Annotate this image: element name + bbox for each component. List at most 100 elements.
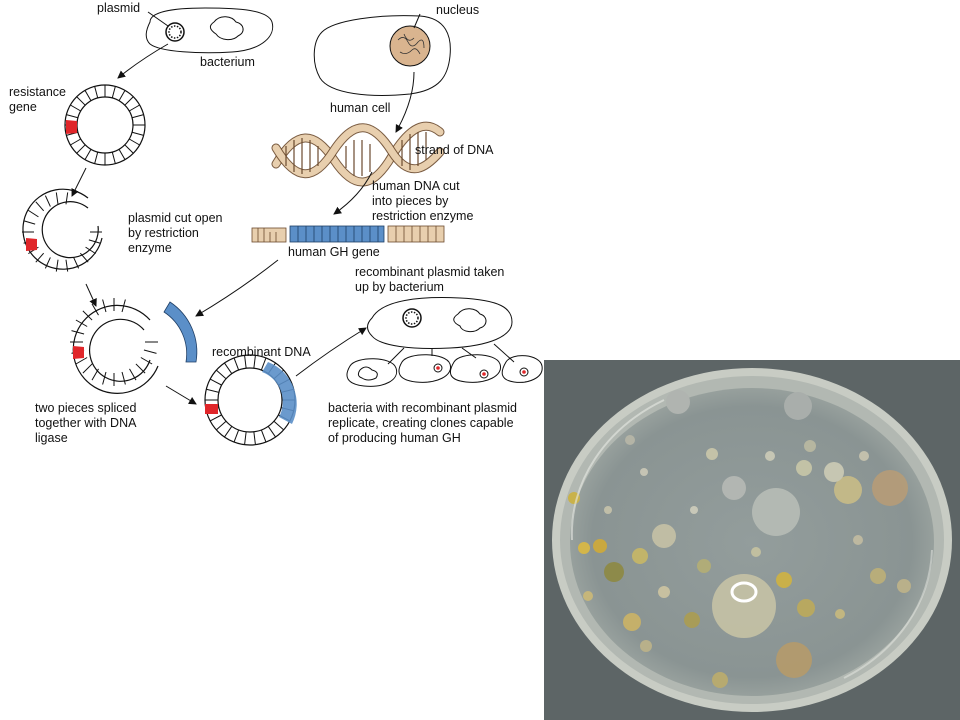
plasmid-ring-segment bbox=[44, 257, 51, 269]
plasmid-ring-segment bbox=[94, 86, 99, 99]
plasmid-ring-segment bbox=[124, 144, 134, 154]
plasmid-ring-segment bbox=[129, 368, 137, 381]
plasmid-ring-segment bbox=[121, 299, 126, 313]
plasmid-ring-segment bbox=[111, 151, 116, 164]
plasmid-ring-segment bbox=[65, 259, 69, 272]
plasmid-ring-segment bbox=[82, 310, 93, 321]
recombinant-taken-label-line2: up by bacterium bbox=[355, 280, 444, 294]
plasmid-ring-segment bbox=[55, 259, 59, 272]
plasmid-ring-segment bbox=[70, 104, 82, 112]
plasmid-ring-segment bbox=[44, 195, 51, 207]
plasmid-ring-segment bbox=[76, 144, 86, 154]
plasmid-ring-segment bbox=[131, 114, 144, 119]
plasmid-ring-segment bbox=[23, 220, 36, 225]
plasmid-ring-segment bbox=[73, 257, 80, 269]
resistance-gene-label-line1: resistance bbox=[9, 85, 66, 99]
dna-fragments bbox=[251, 225, 445, 243]
human-gh-gene-fragment bbox=[289, 225, 385, 243]
plasmid-ring-segment bbox=[94, 151, 99, 164]
resistance-gene-label-line2: gene bbox=[9, 100, 37, 114]
human-cell-label: human cell bbox=[330, 101, 390, 115]
plasmid-ring-segment bbox=[209, 414, 222, 422]
plasmid-cut-open bbox=[22, 188, 103, 272]
plasmid-ring-segment bbox=[124, 96, 134, 106]
nucleus-icon bbox=[389, 25, 431, 67]
human-dna-cut-label-line1: human DNA cut bbox=[372, 179, 460, 193]
plasmid-ring-segment bbox=[135, 363, 146, 374]
petri-dish-photo bbox=[544, 360, 960, 720]
plasmid-ring-segment bbox=[91, 368, 99, 381]
plasmid-intact bbox=[64, 84, 146, 166]
human-gh-gene-label: human GH gene bbox=[288, 245, 380, 259]
plasmid-ring-segment bbox=[215, 369, 227, 380]
bacteria-clones-label-line3: of producing human GH bbox=[328, 431, 461, 445]
strand-of-dna-label: strand of DNA bbox=[415, 143, 494, 157]
plasmid-ring-segment bbox=[233, 357, 240, 371]
plasmid-ring-segment bbox=[215, 420, 227, 431]
plasmid-ring-segment bbox=[244, 431, 247, 445]
plasmid-ring-segment bbox=[253, 431, 256, 445]
recombinant-taken-label-line1: recombinant plasmid taken bbox=[355, 265, 504, 279]
two-pieces-label-line1: two pieces spliced bbox=[35, 401, 136, 415]
plasmid-ring-segment bbox=[102, 371, 107, 385]
bacteria-clones-label-line1: bacteria with recombinant plasmid bbox=[328, 401, 517, 415]
plasmid-ring-segment bbox=[75, 357, 88, 365]
plasmid-ring-segment bbox=[75, 319, 88, 327]
plasmid-ring-segment bbox=[224, 362, 233, 374]
clone-plasmids bbox=[436, 366, 526, 376]
gh-gene-insert bbox=[163, 301, 198, 363]
plasmid-ring-segment bbox=[102, 299, 107, 313]
plasmid-ring-segment bbox=[224, 426, 233, 438]
dna-strand bbox=[271, 121, 445, 187]
human-dna-cut-label-line2: into pieces by bbox=[372, 194, 449, 208]
plasmid-ring-segment bbox=[244, 355, 247, 369]
plasmid-ring-segment bbox=[65, 192, 69, 205]
plasmid-ring-segment bbox=[79, 252, 89, 263]
plasmid-ring-segment bbox=[233, 429, 240, 443]
plasmid-ring-segment bbox=[131, 131, 144, 136]
plasmid-ring-segment bbox=[66, 114, 79, 119]
plasmid-ring-segment bbox=[206, 388, 220, 393]
plasmid-ring-segment bbox=[143, 349, 157, 354]
bacteria-clones-label-line2: replicate, creating clones capable bbox=[328, 416, 514, 430]
bacterium-label: bacterium bbox=[200, 55, 255, 69]
plasmid-cut-label-line1: plasmid cut open bbox=[128, 211, 223, 225]
host-bacterium bbox=[367, 297, 513, 349]
bacterium-cell bbox=[145, 7, 274, 54]
plasmid-cut-label-line2: by restriction bbox=[128, 226, 199, 240]
plasmid-ring-segment bbox=[260, 357, 267, 371]
plasmid-ring-segment bbox=[128, 138, 140, 146]
plasmid-ring-segment bbox=[85, 246, 96, 255]
plasmid-ring-segment bbox=[76, 96, 86, 106]
human-cell bbox=[313, 15, 451, 96]
plasmid-label: plasmid bbox=[97, 1, 140, 15]
human-dna-cut-label-line3: restriction enzyme bbox=[372, 209, 473, 223]
nucleus-label: nucleus bbox=[436, 3, 479, 17]
plasmid-ring-segment bbox=[71, 330, 85, 335]
agar-plate bbox=[570, 388, 934, 696]
plasmid-ring-segment bbox=[84, 148, 92, 160]
recombinant-dna-label: recombinant DNA bbox=[212, 345, 311, 359]
plasmid-ring-segment bbox=[35, 201, 45, 212]
plasmid-ring-segment bbox=[70, 138, 82, 146]
bacterial-clones bbox=[346, 343, 543, 387]
plasmid-ring-segment bbox=[88, 239, 101, 244]
resistance-gene-segment bbox=[66, 120, 77, 134]
plasmid-icon bbox=[165, 22, 185, 42]
two-pieces-label-line2: together with DNA bbox=[35, 416, 137, 430]
plasmid-ring-segment bbox=[118, 90, 126, 102]
plasmid-ring-segment bbox=[267, 426, 276, 438]
plasmid-ring-segment bbox=[209, 378, 222, 386]
plasmid-ring-segment bbox=[35, 252, 45, 263]
plasmid-ring-segment bbox=[121, 371, 126, 385]
bacterial-colonies bbox=[568, 390, 911, 688]
two-pieces-label-line3: ligase bbox=[35, 431, 68, 445]
plasmid-ring-segment bbox=[118, 148, 126, 160]
plasmid-ring-segment bbox=[82, 363, 93, 374]
plasmid-cut-label-line3: enzyme bbox=[128, 241, 172, 255]
recombinant-plasmid bbox=[204, 354, 297, 446]
plasmid-ring-segment bbox=[260, 429, 267, 443]
plasmid-ring-segment bbox=[140, 357, 153, 365]
plasmid-ring-segment bbox=[273, 420, 285, 431]
